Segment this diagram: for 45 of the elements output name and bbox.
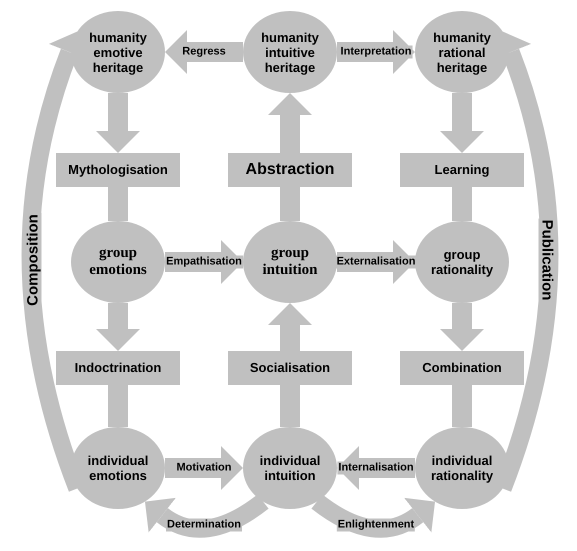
- node-text: group rationality: [430, 247, 494, 277]
- connector: [452, 385, 472, 427]
- node-text: Abstraction: [244, 160, 336, 180]
- node-text: Mythologisation: [67, 161, 169, 180]
- process-box: [228, 153, 352, 187]
- edge-label: Enlightenment: [336, 518, 416, 532]
- node-text: humanity emotive heritage: [88, 30, 148, 74]
- arrow: [96, 303, 140, 351]
- edge-label: Determination: [166, 518, 242, 532]
- node-text: individual rationality: [430, 453, 494, 483]
- arrow: [268, 93, 312, 153]
- connector: [452, 187, 472, 221]
- edge-label: Interpretation: [340, 46, 412, 58]
- arrow: [96, 93, 140, 153]
- node-text: Combination: [421, 359, 503, 378]
- node-text: humanity rational heritage: [432, 30, 492, 74]
- arrow: [312, 494, 436, 538]
- arrow: [440, 303, 484, 351]
- arrow: [268, 303, 312, 351]
- node-text: Socialisation: [248, 359, 332, 378]
- arrow: [337, 30, 415, 74]
- node-text: Indoctrination: [74, 359, 162, 378]
- edge-label: Internalisation: [337, 462, 415, 474]
- edge-label: Publication: [538, 218, 556, 302]
- connector: [108, 385, 128, 427]
- connector: [108, 187, 128, 221]
- node-text: group intuition: [261, 245, 319, 279]
- process-box: [228, 351, 352, 385]
- node-text: Learning: [434, 161, 490, 180]
- node-text: group emotions: [88, 245, 148, 279]
- arrow: [165, 446, 243, 490]
- edge-label: Externalisation: [336, 256, 416, 268]
- edge-label: Regress: [181, 46, 227, 58]
- node-text: humanity intuitive heritage: [260, 30, 320, 74]
- node-text: individual intuition: [258, 453, 322, 483]
- process-box: [56, 153, 180, 187]
- process-box: [400, 153, 524, 187]
- edge-label: Composition: [24, 213, 42, 307]
- arrow: [165, 30, 243, 74]
- arrow: [440, 93, 484, 153]
- arrow: [144, 494, 268, 538]
- process-box: [400, 351, 524, 385]
- node-text: individual emotions: [86, 453, 150, 483]
- process-box: [56, 351, 180, 385]
- edge-label: Empathisation: [165, 256, 243, 268]
